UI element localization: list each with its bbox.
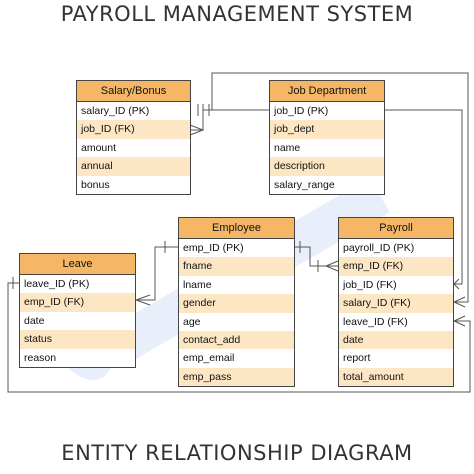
- entity-title: Leave: [20, 254, 135, 275]
- entity-field: job_ID (FK): [343, 278, 397, 291]
- entity-field: leave_ID (PK): [24, 278, 90, 290]
- entity-employee[interactable]: Employee emp_ID (PK) fname lname gender …: [178, 217, 295, 388]
- entity-field: date: [24, 314, 45, 327]
- entity-field: bonus: [81, 178, 110, 191]
- diagram-caption: ENTITY RELATIONSHIP DIAGRAM: [61, 441, 413, 465]
- entity-leave[interactable]: Leave leave_ID (PK) emp_ID (FK) date sta…: [19, 253, 136, 368]
- entity-field: leave_ID (FK): [343, 315, 408, 328]
- entity-field: total_amount: [339, 367, 453, 387]
- relationship-job-payroll: [385, 109, 463, 285]
- entity-field: emp_ID (PK): [183, 242, 244, 254]
- entity-field: contact_add: [179, 330, 294, 350]
- relationship-employee-leave: [136, 246, 178, 301]
- entity-field: age: [183, 315, 201, 328]
- entity-field: salary_ID (FK): [339, 294, 453, 313]
- entity-field: status: [20, 330, 135, 349]
- entity-title: Payroll: [339, 218, 453, 239]
- entity-field: report: [343, 352, 371, 365]
- entity-title: Salary/Bonus: [77, 81, 190, 102]
- entity-field: emp_pass: [179, 367, 294, 387]
- entity-field: job_ID (PK): [274, 105, 329, 117]
- entity-salary-bonus[interactable]: Salary/Bonus salary_ID (PK) job_ID (FK) …: [76, 80, 191, 195]
- entity-field: reason: [24, 351, 57, 364]
- entity-title: Job Department: [270, 81, 384, 102]
- entity-field: gender: [179, 294, 294, 313]
- entity-field: job_ID (FK): [77, 120, 190, 139]
- entity-field: date: [339, 330, 453, 350]
- entity-field: emp_email: [183, 352, 235, 365]
- entity-field: name: [274, 141, 301, 154]
- entity-field: emp_ID (FK): [20, 293, 135, 312]
- entity-title: Employee: [179, 218, 294, 239]
- entity-field: annual: [77, 157, 190, 176]
- entity-field: description: [270, 157, 384, 176]
- relationship-leave-payroll: [7, 282, 471, 393]
- entity-payroll[interactable]: Payroll payroll_ID (PK) emp_ID (FK) job_…: [338, 217, 454, 388]
- relationship-salary-job: [190, 109, 270, 131]
- relationship-employee-payroll: [295, 246, 338, 267]
- entity-field: fname: [179, 257, 294, 276]
- relationship-salary-payroll: [205, 72, 469, 303]
- page-title: PAYROLL MANAGEMENT SYSTEM: [60, 2, 414, 26]
- entity-field: emp_ID (FK): [339, 257, 453, 276]
- entity-field: salary_ID (PK): [81, 105, 150, 117]
- entity-field: job_dept: [270, 120, 384, 139]
- entity-field: payroll_ID (PK): [343, 242, 415, 254]
- entity-job-department[interactable]: Job Department job_ID (PK) job_dept name…: [269, 80, 385, 195]
- entity-field: amount: [81, 141, 117, 154]
- entity-field: lname: [183, 278, 212, 291]
- entity-field: salary_range: [274, 178, 335, 191]
